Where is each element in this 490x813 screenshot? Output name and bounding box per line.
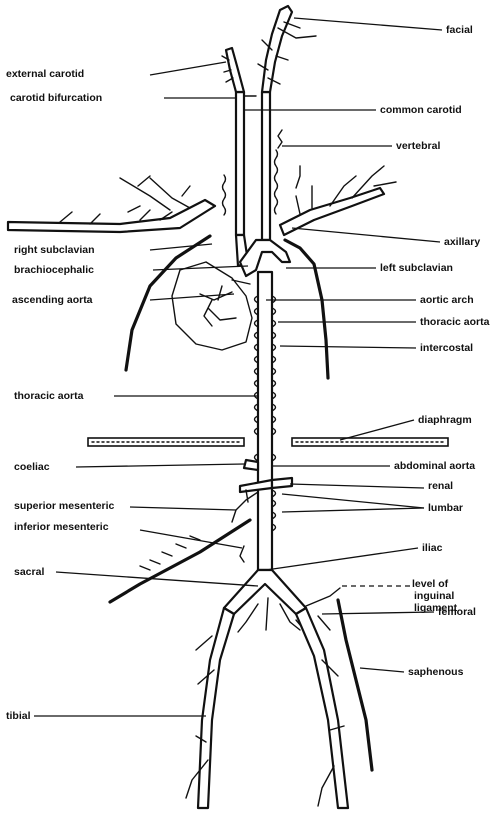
- label-superior-mesenteric: superior mesenteric: [14, 500, 114, 512]
- label-diaphragm: diaphragm: [418, 414, 472, 426]
- label-facial: facial: [446, 24, 473, 36]
- label-right-subclavian: right subclavian: [14, 244, 95, 256]
- label-inguinal: inguinal: [414, 590, 454, 602]
- label-common-carotid: common carotid: [380, 104, 462, 116]
- left-common-carotid: [262, 92, 270, 240]
- label-thoracic-aorta-right: thoracic aorta: [420, 316, 489, 328]
- label-tibial: tibial: [6, 710, 31, 722]
- label-sacral: sacral: [14, 566, 44, 578]
- renal-right: [272, 478, 292, 488]
- right-femoral-leg: [198, 608, 234, 808]
- label-carotid-bifurcation: carotid bifurcation: [10, 92, 102, 104]
- label-coeliac: coeliac: [14, 461, 50, 473]
- label-thoracic-aorta-left: thoracic aorta: [14, 390, 83, 402]
- saphenous-branch: [338, 600, 372, 770]
- iliac-bifurcation: [224, 570, 306, 614]
- right-common-carotid: [236, 92, 244, 235]
- label-abdominal-aorta: abdominal aorta: [394, 460, 475, 472]
- label-intercostal: intercostal: [420, 342, 473, 354]
- label-inferior-mesenteric: inferior mesenteric: [14, 521, 109, 533]
- label-left-subclavian: left subclavian: [380, 262, 453, 274]
- label-vertebral: vertebral: [396, 140, 440, 152]
- neck-arteries: [222, 6, 316, 240]
- inferior-mesenteric-branch: [110, 520, 250, 602]
- vertebral-chain: [275, 150, 278, 214]
- aortic-arch: [240, 240, 290, 276]
- heart-outline: [172, 262, 252, 350]
- coeliac-vessel: [244, 460, 258, 470]
- label-saphenous: saphenous: [408, 666, 463, 678]
- label-brachiocephalic: brachiocephalic: [14, 264, 94, 276]
- label-ascending-aorta: ascending aorta: [12, 294, 93, 306]
- left-arm-down: [285, 240, 328, 378]
- label-axillary: axillary: [444, 236, 480, 248]
- label-renal: renal: [428, 480, 453, 492]
- label-level-of: level of: [412, 578, 448, 590]
- left-femoral-leg: [296, 608, 348, 808]
- label-lumbar: lumbar: [428, 502, 463, 514]
- label-femoral: femoral: [438, 606, 476, 618]
- label-aortic-arch: aortic arch: [420, 294, 474, 306]
- facial-artery-trunk: [262, 6, 292, 92]
- label-iliac: iliac: [422, 542, 442, 554]
- label-external-carotid: external carotid: [6, 68, 84, 80]
- lower-limb-arteries: [186, 570, 372, 808]
- thoracic-aorta-trunk: [258, 272, 272, 570]
